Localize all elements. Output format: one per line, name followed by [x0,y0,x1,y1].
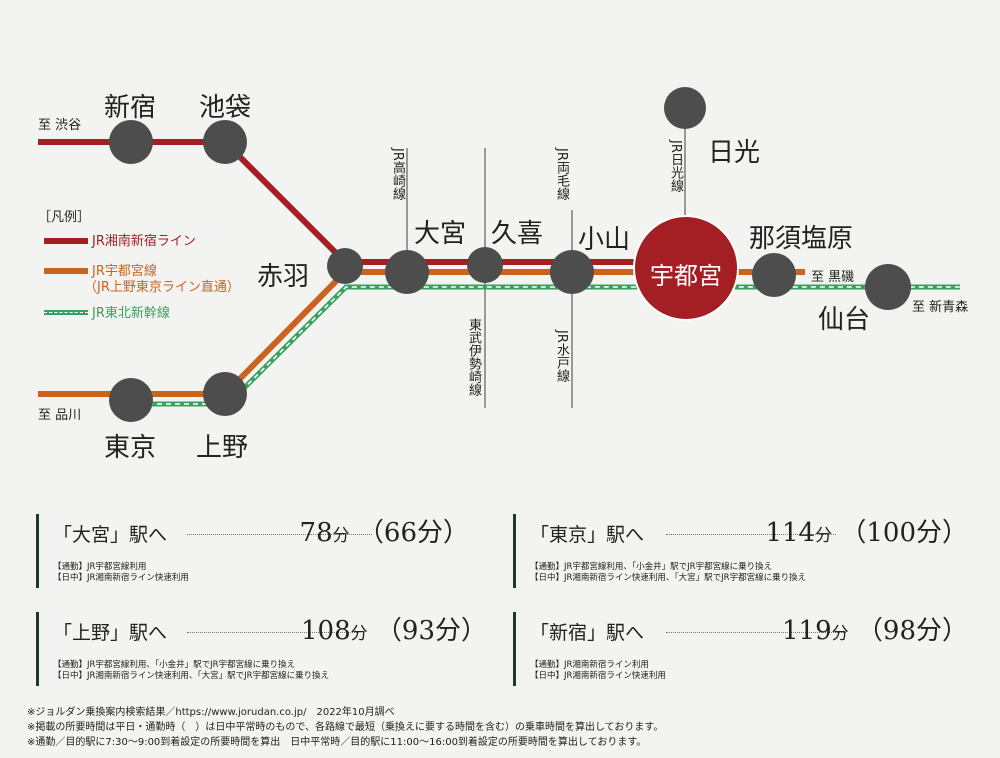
route-note: 【日中】JR湘南新宿ライン快速利用、「大宮」駅でJR宇都宮線に乗り換え [53,671,330,681]
station-name-tokyo: 東京 [104,433,157,463]
station-name-omiya: 大宮 [414,219,467,249]
route-note: 【通勤】JR宇都宮線利用、「小金井」駅でJR宇都宮線に乗り換え [530,562,773,572]
direction-shinaomori: 至 新青森 [912,300,969,315]
leader-dots [187,632,357,633]
station-name-sendai: 仙台 [818,305,871,335]
station-marker-nasushiobara [752,253,796,297]
route-destination: 「東京」駅へ [530,524,645,546]
station-marker-tokyo [109,378,153,422]
route-card-shinjuku: 「新宿」駅へ 119分 （98分） 【通勤】JR湘南新宿ライン利用 【日中】JR… [513,612,968,686]
station-marker-akabane [327,248,363,284]
route-time: 119分 （98分） [782,616,968,646]
footnote: ※ジョルダン乗換案内検索結果／https://www.jorudan.co.jp… [27,707,395,718]
route-time: 108分 （93分） [301,616,487,646]
station-marker-kuki [467,247,503,283]
route-note: 【通勤】JR宇都宮線利用 [53,562,147,572]
route-time: 114分 （100分） [765,518,968,548]
direction-shibuya: 至 渋谷 [38,118,82,133]
station-name-akabane: 赤羽 [257,262,310,292]
route-time: 78分 （66分） [299,518,469,548]
route-note: 【通勤】JR宇都宮線利用、「小金井」駅でJR宇都宮線に乗り換え [53,660,296,670]
station-name-ikebukuro: 池袋 [199,93,252,123]
legend-label: JR宇都宮線 [92,264,157,279]
route-card-tokyo: 「東京」駅へ 114分 （100分） 【通勤】JR宇都宮線利用、「小金井」駅でJ… [513,514,968,588]
legend-swatch [44,310,88,315]
station-name-kuki: 久喜 [491,219,544,249]
route-destination: 「上野」駅へ [53,622,168,644]
station-marker-oyama [550,250,594,294]
station-marker-nikko [664,87,706,129]
legend-label: JR東北新幹線 [92,306,170,321]
station-name-utsunomiya: 宇都宮 [650,262,722,290]
station-name-nikko: 日光 [708,138,761,168]
station-marker-omiya [385,250,429,294]
station-marker-ueno [203,372,247,416]
route-destination: 「新宿」駅へ [530,622,645,644]
route-note: 【通勤】JR湘南新宿ライン利用 [530,660,649,670]
station-marker-sendai [865,264,911,310]
route-note: 【日中】JR湘南新宿ライン快速利用、「大宮」駅でJR宇都宮線に乗り換え [530,573,807,583]
route-map [38,87,960,422]
footnote: ※掲載の所要時間は平日・通勤時（ ）は日中平常時のもので、各路線で最短（乗換えに… [27,722,664,733]
route-note: 【日中】JR湘南新宿ライン快速利用 [53,573,189,583]
route-destination: 「大宮」駅へ [53,524,168,546]
direction-kuroiso: 至 黒磯 [811,270,855,285]
station-name-oyama: 小山 [578,225,631,255]
station-name-shinjuku: 新宿 [104,93,157,123]
station-name-nasushiobara: 那須塩原 [749,224,854,254]
legend-swatch [44,238,88,244]
route-note: 【日中】JR湘南新宿ライン快速利用 [530,671,666,681]
legend-title: ［凡例］ [38,210,91,225]
legend-label: JR湘南新宿ライン [92,234,196,249]
branch-label-tobu-isesaki: 東武伊勢崎線 [466,318,481,396]
branch-label-mito: JR水戸線 [554,330,569,382]
leader-dots [187,534,372,535]
branch-label-takasaki: JR高崎線 [390,148,405,200]
direction-shinagawa: 至 品川 [38,408,82,423]
station-marker-utsunomiya [633,215,739,321]
station-name-ueno: 上野 [196,433,249,463]
branch-label-ryomo: JR両毛線 [554,148,569,200]
station-markers [109,87,911,422]
route-card-omiya: 「大宮」駅へ 78分 （66分） 【通勤】JR宇都宮線利用 【日中】JR湘南新宿… [36,514,469,588]
leader-dots [666,632,846,633]
legend-swatch [44,268,88,274]
legend-label-sub: （JR上野東京ライン直通） [84,280,240,295]
footnote: ※通勤／目的駅に7:30〜9:00到着設定の所要時間を算出 日中平常時／目的駅に… [27,737,647,748]
leader-dots [666,534,836,535]
branch-label-nikko: JR日光線 [668,140,683,192]
station-marker-shinjuku [109,120,153,164]
route-card-ueno: 「上野」駅へ 108分 （93分） 【通勤】JR宇都宮線利用、「小金井」駅でJR… [36,612,487,686]
station-marker-ikebukuro [203,120,247,164]
